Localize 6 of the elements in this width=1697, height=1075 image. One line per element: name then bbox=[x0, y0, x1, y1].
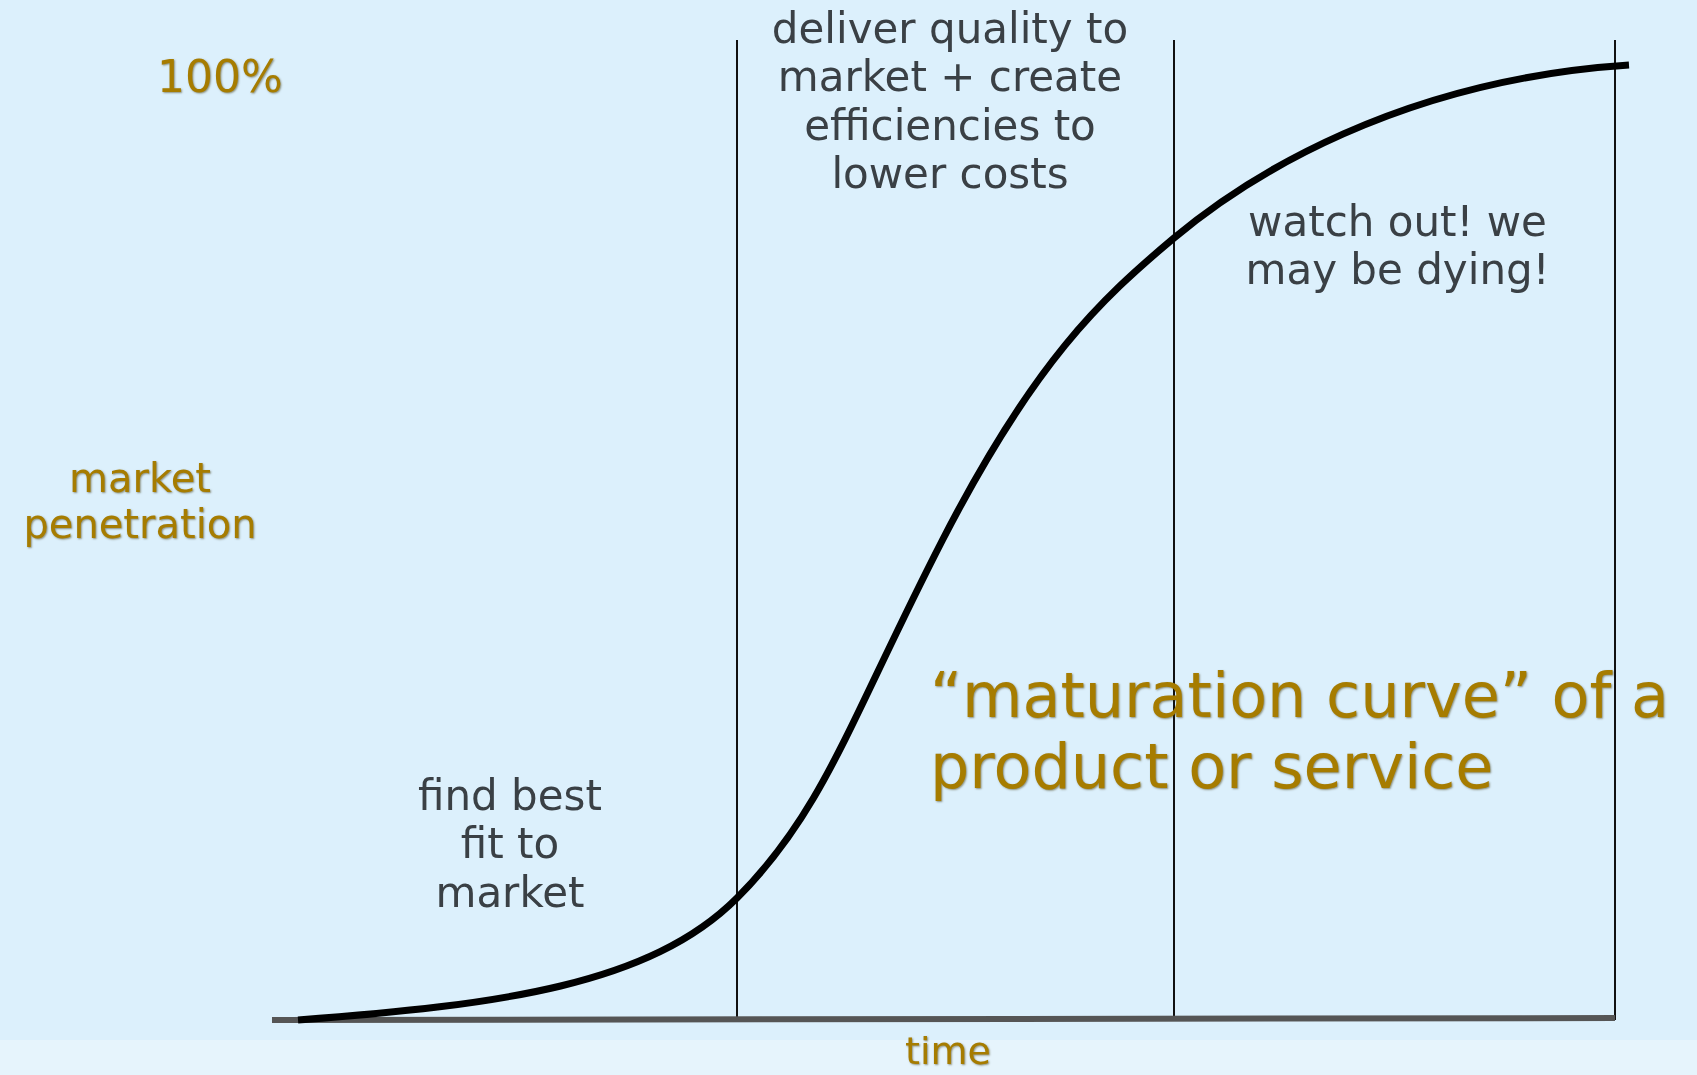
axis-title: time bbox=[904, 1030, 992, 1074]
phase-text: deliver quality to market + create efficiencies to lower costs bbox=[770, 5, 1130, 199]
axis-title: market penetration bbox=[22, 455, 258, 547]
axis-value-label: 100% bbox=[156, 52, 284, 103]
phase-text: find best fit to market bbox=[417, 772, 603, 917]
phase-text: watch out! we may be dying! bbox=[1244, 198, 1551, 295]
